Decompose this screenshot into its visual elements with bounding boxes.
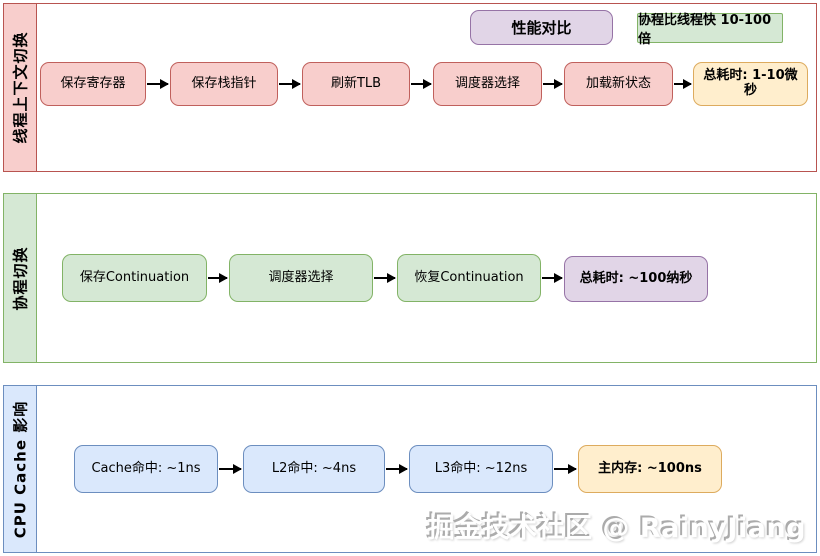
step-label: 调度器选择 <box>268 269 334 285</box>
result-coroutine-total-time[interactable]: 总耗时: ~100纳秒 <box>564 256 708 302</box>
arrow-right-icon <box>219 464 242 474</box>
lane-cpu-cache-label: CPU Cache 影响 <box>11 400 30 538</box>
step-save-registers[interactable]: 保存寄存器 <box>40 62 146 106</box>
step-label: 刷新TLB <box>330 75 382 91</box>
lane-thread-label: 线程上下文切换 <box>11 31 30 144</box>
step-label: 保存栈指针 <box>191 75 257 91</box>
result-label: 总耗时: ~100纳秒 <box>579 270 693 286</box>
legend-title-box: 性能对比 <box>470 10 613 45</box>
lane-coroutine-label: 协程切换 <box>11 245 30 311</box>
arrow-right-icon <box>279 79 301 89</box>
legend-conclusion-label: 协程比线程快 10-100倍 <box>638 13 772 47</box>
arrow-right-icon <box>674 79 692 89</box>
arrow-right-icon <box>554 464 577 474</box>
arrow-right-icon <box>411 79 432 89</box>
result-label: 总耗时: 1-10微秒 <box>703 68 798 98</box>
result-thread-total-time[interactable]: 总耗时: 1-10微秒 <box>693 62 808 106</box>
result-label: 主内存: ~100ns <box>598 460 702 476</box>
step-load-new-state[interactable]: 加载新状态 <box>564 62 673 106</box>
lane-thread-label-strip: 线程上下文切换 <box>4 4 37 171</box>
arrow-right-icon <box>208 273 228 283</box>
step-save-continuation[interactable]: 保存Continuation <box>62 254 207 302</box>
step-save-stack-pointer[interactable]: 保存栈指针 <box>170 62 278 106</box>
lane-coroutine-label-strip: 协程切换 <box>4 194 37 362</box>
step-scheduler-select-thread[interactable]: 调度器选择 <box>433 62 542 106</box>
step-flush-tlb[interactable]: 刷新TLB <box>302 62 410 106</box>
step-l3-hit[interactable]: L3命中: ~12ns <box>409 445 553 493</box>
step-l2-hit[interactable]: L2命中: ~4ns <box>243 445 385 493</box>
step-label: L3命中: ~12ns <box>434 460 528 476</box>
step-label: Cache命中: ~1ns <box>91 460 201 476</box>
arrow-right-icon <box>374 273 396 283</box>
legend-title-label: 性能对比 <box>511 19 572 37</box>
step-cache-hit[interactable]: Cache命中: ~1ns <box>74 445 218 493</box>
step-label: L2命中: ~4ns <box>271 460 357 476</box>
arrow-right-icon <box>543 79 563 89</box>
step-restore-continuation[interactable]: 恢复Continuation <box>397 254 541 302</box>
step-label: 恢复Continuation <box>414 269 524 285</box>
step-label: 保存寄存器 <box>60 75 126 91</box>
result-main-memory-time[interactable]: 主内存: ~100ns <box>578 445 722 493</box>
step-scheduler-select-coroutine[interactable]: 调度器选择 <box>229 254 373 302</box>
step-label: 保存Continuation <box>79 269 190 285</box>
arrow-right-icon <box>386 464 408 474</box>
step-label: 加载新状态 <box>585 75 651 91</box>
arrow-right-icon <box>147 79 169 89</box>
step-label: 调度器选择 <box>454 75 520 91</box>
watermark: 掘金技术社区 @ RainyJiang <box>427 513 806 544</box>
arrow-right-icon <box>542 273 563 283</box>
lane-cpu-cache-label-strip: CPU Cache 影响 <box>4 386 37 552</box>
legend-conclusion-box: 协程比线程快 10-100倍 <box>637 13 783 47</box>
